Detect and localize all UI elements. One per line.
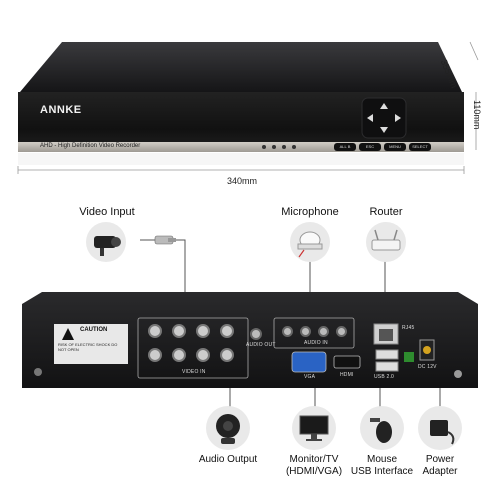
router-icon-wrap xyxy=(366,222,406,262)
monitor-label-line1: Monitor/TV xyxy=(289,454,339,465)
microphone-icon xyxy=(297,231,323,258)
mouse-label-line1: Mouse xyxy=(366,454,397,465)
bnc-plug-icon xyxy=(154,235,176,245)
usb-label: USB 2.0 xyxy=(374,374,395,380)
front-button-select[interactable]: SELECT xyxy=(409,143,431,151)
mouse-icon xyxy=(370,418,392,443)
front-button-all[interactable]: ALL B xyxy=(334,143,356,151)
audio-in-port-4[interactable] xyxy=(336,326,347,337)
front-button-select-label: SELECT xyxy=(412,144,428,149)
power-adapter-icon-wrap xyxy=(418,406,462,450)
speaker-icon xyxy=(216,414,240,444)
audio-output-label: Audio Output xyxy=(198,454,258,465)
power-label: DC 12V xyxy=(418,364,437,370)
power-label-line1: Power xyxy=(425,454,455,465)
router-icon xyxy=(371,229,401,251)
microphone-label: Microphone xyxy=(281,206,339,218)
bnc-port-3[interactable] xyxy=(196,324,210,338)
monitor-icon-wrap xyxy=(292,406,336,450)
audio-out-port[interactable] xyxy=(250,328,262,340)
bnc-port-6[interactable] xyxy=(172,348,186,362)
rear-panel: CAUTION RISK OF ELECTRIC SHOCK DO NOT OP… xyxy=(22,292,478,390)
hdmi-label: HDMI xyxy=(340,372,354,378)
video-in-label: VIDEO IN xyxy=(182,369,206,375)
camera-icon-wrap xyxy=(86,222,126,262)
dvr-front-illustration xyxy=(17,41,479,174)
model-caption: AHD - High Definition Video Recorder xyxy=(40,143,141,149)
bnc-port-2[interactable] xyxy=(172,324,186,338)
front-device-view: ANNKE AHD - High Definition Video Record… xyxy=(0,0,500,200)
front-button-menu-label: MENU xyxy=(389,144,401,149)
front-button-menu[interactable]: MENU xyxy=(384,143,406,151)
power-adapter-icon xyxy=(430,420,455,445)
front-button-esc-label: ESC xyxy=(365,144,375,149)
caution-title: CAUTION xyxy=(80,327,108,333)
power-label-line2: Adapter xyxy=(422,466,458,477)
bnc-port-8[interactable] xyxy=(220,348,234,362)
rj45-label: RJ45 xyxy=(402,325,415,331)
microphone-icon-wrap xyxy=(290,222,330,262)
width-dimension: 340mm xyxy=(224,176,261,186)
audio-in-label: AUDIO IN xyxy=(304,340,328,346)
router-label: Router xyxy=(369,206,403,218)
audio-in-port-2[interactable] xyxy=(300,326,311,337)
bnc-port-1[interactable] xyxy=(148,324,162,338)
bnc-port-5[interactable] xyxy=(148,348,162,362)
brand-logo: ANNKE xyxy=(40,104,82,116)
vga-label: VGA xyxy=(304,374,316,380)
monitor-label-line2: (HDMI/VGA) xyxy=(285,466,343,477)
mouse-icon-wrap xyxy=(360,406,404,450)
camera-icon xyxy=(94,236,121,256)
bnc-port-4[interactable] xyxy=(220,324,234,338)
status-leds xyxy=(262,144,312,150)
audio-in-port-3[interactable] xyxy=(318,326,329,337)
audio-out-label: AUDIO OUT xyxy=(246,342,276,348)
front-button-esc[interactable]: ESC xyxy=(359,143,381,151)
video-input-label: Video Input xyxy=(79,206,135,218)
front-button-all-label: ALL B xyxy=(339,144,351,149)
speaker-icon-wrap xyxy=(206,406,250,450)
audio-in-port-1[interactable] xyxy=(282,326,293,337)
caution-text: RISK OF ELECTRIC SHOCK DO NOT OPEN xyxy=(58,342,118,352)
monitor-icon xyxy=(299,415,329,441)
bnc-port-7[interactable] xyxy=(196,348,210,362)
mouse-label-line2: USB Interface xyxy=(350,466,414,477)
